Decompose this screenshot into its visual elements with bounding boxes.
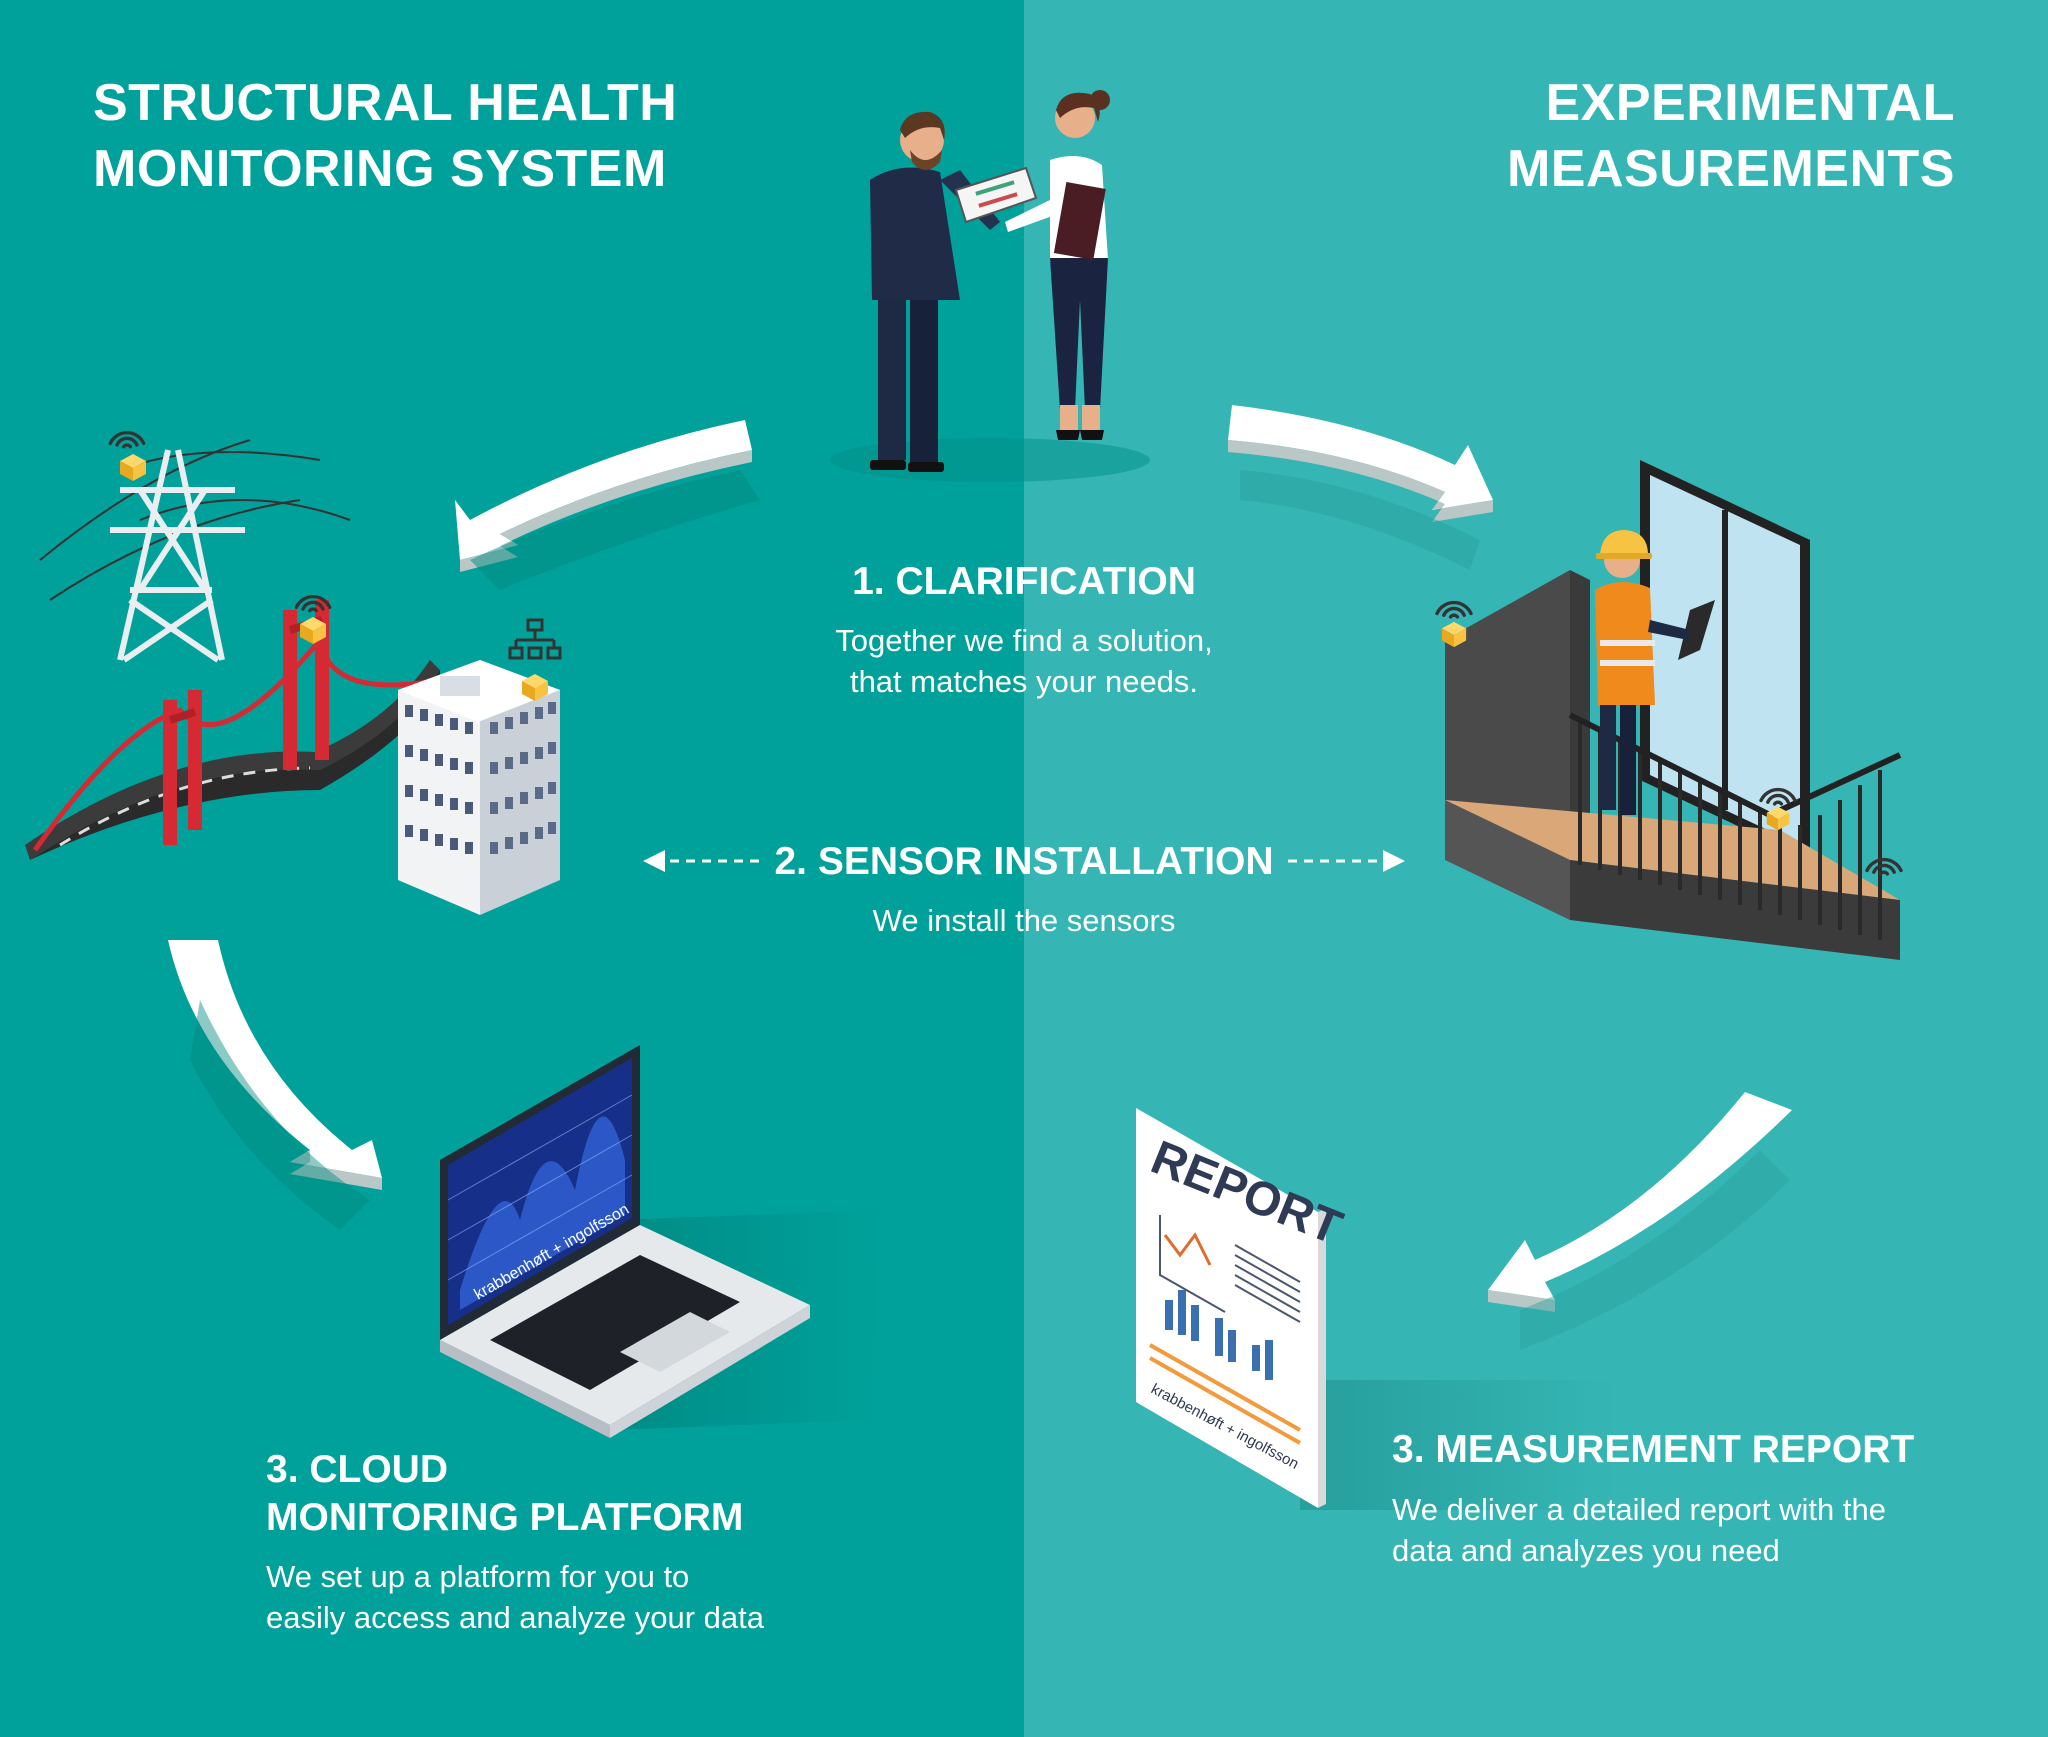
sensor-installation-title: 2. SENSOR INSTALLATION — [774, 840, 1274, 883]
left-system-title: STRUCTURAL HEALTH MONITORING SYSTEM — [93, 70, 733, 202]
arrow-to-laptop — [168, 940, 382, 1230]
suspension-bridge — [25, 594, 441, 860]
wifi-icon — [1865, 857, 1903, 876]
cloud-title-line1: 3. CLOUD — [266, 1448, 449, 1491]
sensor-installation-arrows — [643, 850, 1405, 872]
report-desc-line1: We deliver a detailed report with the — [1392, 1492, 1886, 1527]
wifi-icon — [1435, 600, 1473, 619]
cloud-desc-line2: easily access and analyze your data — [266, 1600, 765, 1635]
clarification-description: Together we find a solution, that matche… — [774, 620, 1274, 702]
balcony-engineer — [1435, 460, 1903, 960]
cloud-platform-description: We set up a platform for you to easily a… — [266, 1556, 886, 1638]
arrow-to-left-system — [455, 420, 760, 590]
arrow-to-right-system — [1228, 405, 1493, 570]
report-document: REPORT krabbenhøft + ingolfsson — [1136, 1108, 1620, 1510]
right-system-title: EXPERIMENTAL MEASUREMENTS — [1400, 70, 1955, 202]
clarification-title: 1. CLARIFICATION — [852, 560, 1196, 603]
laptop-chart: krabbenhøft + ingolfsson — [440, 1045, 880, 1438]
handshake-people — [830, 90, 1150, 482]
left-title-line2: MONITORING SYSTEM — [93, 140, 667, 198]
left-title-line1: STRUCTURAL HEALTH — [93, 74, 678, 132]
wifi-icon — [108, 430, 146, 449]
sensor-cube-icon — [120, 454, 146, 481]
right-title-line2: MEASUREMENTS — [1506, 140, 1955, 198]
office-building — [398, 618, 562, 915]
network-icon — [508, 618, 562, 660]
right-title-line1: EXPERIMENTAL — [1545, 74, 1955, 132]
cloud-title-line2: MONITORING PLATFORM — [266, 1496, 744, 1539]
sensor-installation-description: We install the sensors — [872, 903, 1176, 938]
measurement-report-description: We deliver a detailed report with the da… — [1392, 1489, 2012, 1571]
report-desc-line2: data and analyzes you need — [1392, 1533, 1780, 1568]
power-pylon — [39, 430, 351, 663]
arrow-to-report — [1488, 1092, 1792, 1350]
clarification-desc-line1: Together we find a solution, — [835, 623, 1213, 658]
cloud-platform-title: 3. CLOUD MONITORING PLATFORM — [266, 1446, 886, 1542]
cloud-desc-line1: We set up a platform for you to — [266, 1559, 690, 1594]
clarification-desc-line2: that matches your needs. — [849, 664, 1199, 699]
measurement-report-title: 3. MEASUREMENT REPORT — [1392, 1428, 1915, 1471]
